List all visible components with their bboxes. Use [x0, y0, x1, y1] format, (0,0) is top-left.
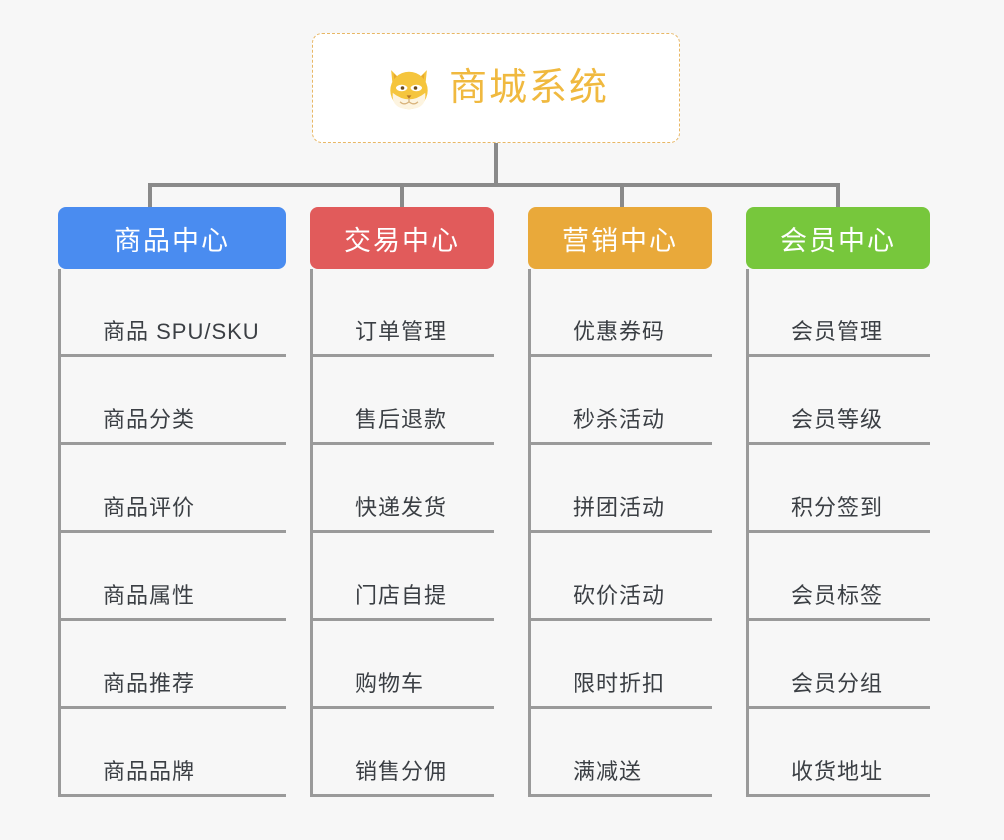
leaf-list-3: 优惠券码 秒杀活动 拼团活动 砍价活动 限时折扣 满减送: [528, 269, 712, 797]
leaf-trunk-4: [746, 269, 749, 797]
leaf-item[interactable]: 门店自提: [310, 533, 494, 621]
leaf-label: 商品分类: [58, 402, 286, 445]
leaf-list-4: 会员管理 会员等级 积分签到 会员标签 会员分组 收货地址: [746, 269, 930, 797]
leaf-item[interactable]: 购物车: [310, 621, 494, 709]
leaf-item[interactable]: 限时折扣: [528, 621, 712, 709]
category-node-3[interactable]: 营销中心: [528, 207, 712, 269]
category-node-2[interactable]: 交易中心: [310, 207, 494, 269]
leaf-item[interactable]: 快递发货: [310, 445, 494, 533]
branch-column-2: 交易中心 订单管理 售后退款 快递发货 门店自提 购物车 销售分佣: [310, 207, 494, 797]
leaf-item[interactable]: 销售分佣: [310, 709, 494, 797]
leaf-label: 积分签到: [746, 490, 930, 533]
leaf-label: 商品品牌: [58, 754, 286, 797]
leaf-label: 商品评价: [58, 490, 286, 533]
leaf-item[interactable]: 会员等级: [746, 357, 930, 445]
connector-drop-2: [400, 183, 404, 207]
root-node[interactable]: 商城系统: [312, 33, 680, 143]
leaf-label: 订单管理: [310, 314, 494, 357]
leaf-item[interactable]: 商品品牌: [58, 709, 286, 797]
leaf-item[interactable]: 订单管理: [310, 269, 494, 357]
leaf-label: 砍价活动: [528, 578, 712, 621]
connector-horizontal-bus: [148, 183, 840, 187]
leaf-item[interactable]: 砍价活动: [528, 533, 712, 621]
leaf-item[interactable]: 拼团活动: [528, 445, 712, 533]
connector-root-stem: [494, 143, 498, 186]
branch-column-3: 营销中心 优惠券码 秒杀活动 拼团活动 砍价活动 限时折扣 满减送: [528, 207, 712, 797]
leaf-item[interactable]: 满减送: [528, 709, 712, 797]
leaf-label: 快递发货: [310, 490, 494, 533]
connector-drop-3: [620, 183, 624, 207]
leaf-label: 商品推荐: [58, 666, 286, 709]
leaf-label: 会员分组: [746, 666, 930, 709]
leaf-label: 秒杀活动: [528, 402, 712, 445]
leaf-item[interactable]: 会员分组: [746, 621, 930, 709]
branch-column-1: 商品中心 商品 SPU/SKU 商品分类 商品评价 商品属性 商品推荐 商品品牌: [58, 207, 286, 797]
leaf-item[interactable]: 积分签到: [746, 445, 930, 533]
connector-drop-4: [836, 183, 840, 207]
leaf-label: 收货地址: [746, 754, 930, 797]
leaf-item[interactable]: 收货地址: [746, 709, 930, 797]
leaf-item[interactable]: 商品分类: [58, 357, 286, 445]
category-node-4[interactable]: 会员中心: [746, 207, 930, 269]
leaf-list-1: 商品 SPU/SKU 商品分类 商品评价 商品属性 商品推荐 商品品牌: [58, 269, 286, 797]
leaf-label: 商品属性: [58, 578, 286, 621]
leaf-label: 限时折扣: [528, 666, 712, 709]
leaf-label: 优惠券码: [528, 314, 712, 357]
leaf-item[interactable]: 会员管理: [746, 269, 930, 357]
leaf-trunk-2: [310, 269, 313, 797]
leaf-label: 销售分佣: [310, 754, 494, 797]
leaf-label: 会员等级: [746, 402, 930, 445]
leaf-label: 会员标签: [746, 578, 930, 621]
leaf-label: 门店自提: [310, 578, 494, 621]
category-node-1[interactable]: 商品中心: [58, 207, 286, 269]
branch-column-4: 会员中心 会员管理 会员等级 积分签到 会员标签 会员分组 收货地址: [746, 207, 930, 797]
leaf-item[interactable]: 商品推荐: [58, 621, 286, 709]
leaf-item[interactable]: 优惠券码: [528, 269, 712, 357]
leaf-item[interactable]: 秒杀活动: [528, 357, 712, 445]
leaf-label: 购物车: [310, 666, 494, 709]
shiba-dog-icon: [383, 62, 435, 114]
leaf-label: 售后退款: [310, 402, 494, 445]
leaf-item[interactable]: 商品 SPU/SKU: [58, 269, 286, 357]
leaf-label: 满减送: [528, 754, 712, 797]
leaf-label: 拼团活动: [528, 490, 712, 533]
leaf-item[interactable]: 会员标签: [746, 533, 930, 621]
connector-drop-1: [148, 183, 152, 207]
leaf-trunk-1: [58, 269, 61, 797]
leaf-item[interactable]: 售后退款: [310, 357, 494, 445]
leaf-item[interactable]: 商品评价: [58, 445, 286, 533]
leaf-label: 会员管理: [746, 314, 930, 357]
root-title: 商城系统: [448, 67, 609, 109]
leaf-list-2: 订单管理 售后退款 快递发货 门店自提 购物车 销售分佣: [310, 269, 494, 797]
leaf-item[interactable]: 商品属性: [58, 533, 286, 621]
leaf-label: 商品 SPU/SKU: [58, 314, 286, 357]
leaf-trunk-3: [528, 269, 531, 797]
